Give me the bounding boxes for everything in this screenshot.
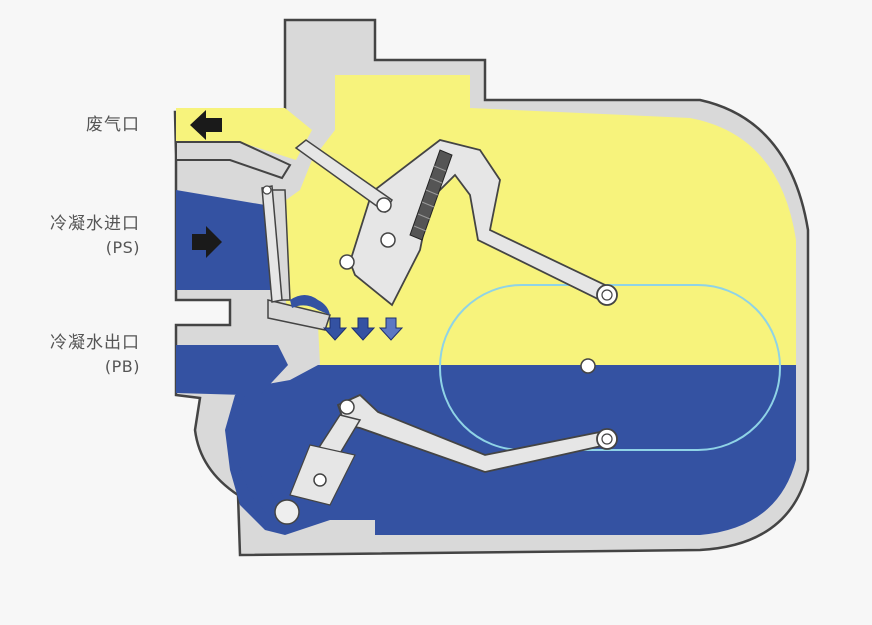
upper-pivot-2 [380,232,396,248]
discharge-valve-ball [274,499,300,525]
down-flow-arrows-icon [322,317,404,341]
exhaust-wall [175,141,292,180]
spring-coil [409,149,453,241]
lower-pivot-2 [313,473,327,487]
lower-pivot-1 [339,399,355,415]
steam-space [286,75,796,365]
inlet-arrow-icon [192,226,222,258]
inlet-code-label: (PS) [105,238,140,257]
inlet-channel [176,190,280,290]
upper-pivot-3 [339,254,355,270]
outlet-code-label: (PB) [104,357,140,376]
upper-pivot-1 [376,197,392,213]
float-center-pivot [580,358,596,374]
condensate-outlet-label: 冷凝水出口 (PB) [50,331,140,379]
exhaust-arrow-icon [190,110,222,140]
condensate-inlet-label: 冷凝水进口 (PS) [50,212,140,260]
valve-seat [267,299,331,331]
condensate-splash [290,295,330,315]
outlet-channel [176,345,288,515]
upper-lever-arm [349,139,607,307]
upper-link-rod [294,139,393,214]
exhaust-port-label: 废气口 [86,115,140,135]
